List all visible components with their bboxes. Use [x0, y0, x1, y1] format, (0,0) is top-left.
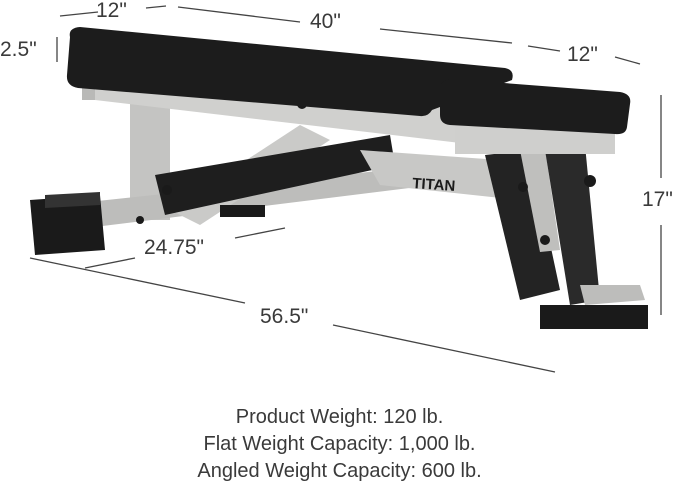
back-pad [66, 27, 513, 117]
dimension-pad-thickness: 2.5" [0, 38, 37, 61]
dimension-height: 17" [642, 188, 673, 211]
dimension-head-width: 12" [567, 43, 598, 66]
head-pad [440, 79, 631, 135]
dimension-back-length: 40" [310, 10, 341, 33]
spec-flat-capacity: Flat Weight Capacity: 1,000 lb. [203, 433, 476, 455]
brand-logo: TITAN [412, 175, 456, 195]
spec-list: Product Weight: 120 lb. Flat Weight Capa… [0, 404, 679, 485]
dimension-base-depth: 24.75" [144, 236, 205, 259]
dimension-lines [29, 5, 662, 373]
dimension-total-length: 56.5" [260, 305, 309, 328]
spec-angled-capacity: Angled Weight Capacity: 600 lb. [197, 460, 482, 482]
spec-product-weight: Product Weight: 120 lb. [235, 406, 444, 428]
bench-frame [30, 68, 648, 329]
dimension-seat-width: 12" [96, 0, 127, 22]
